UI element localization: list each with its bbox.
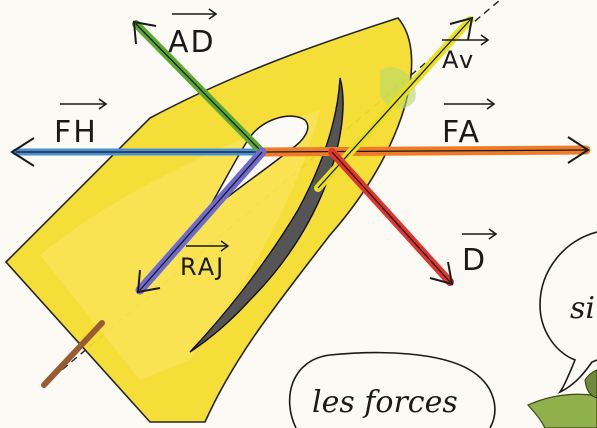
label-av-text: Av bbox=[442, 46, 475, 74]
character-leaf bbox=[528, 394, 597, 428]
d-arrow-line bbox=[332, 152, 450, 282]
label-fh: FH bbox=[54, 99, 106, 150]
bubble-forces-text: les forces bbox=[312, 385, 458, 420]
label-fh-text: FH bbox=[54, 115, 98, 150]
label-fa-text: FA bbox=[442, 115, 481, 150]
character-detail bbox=[585, 370, 597, 398]
label-ad-text: AD bbox=[168, 25, 216, 60]
bubble-right-text: si bbox=[570, 291, 595, 326]
label-ad: AD bbox=[168, 9, 216, 60]
label-fa: FA bbox=[442, 99, 494, 150]
label-d: D bbox=[462, 229, 496, 278]
label-raj-text: RAJ bbox=[180, 253, 225, 281]
label-d-text: D bbox=[462, 243, 487, 278]
